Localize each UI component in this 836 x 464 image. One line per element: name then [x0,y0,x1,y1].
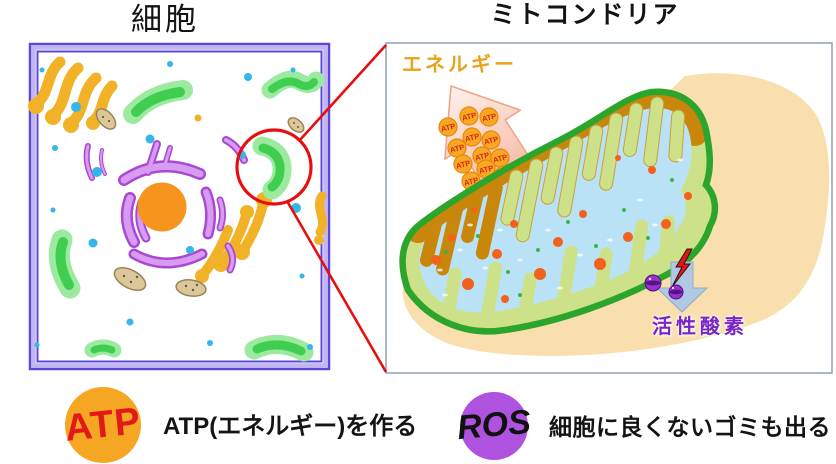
svg-text:ATP: ATP [449,142,465,154]
cell-mitochondria [48,70,325,362]
ros-legend-badge [460,392,528,460]
nucleus [137,182,187,232]
mitochondrion-cutaway [399,88,719,335]
svg-text:ATP: ATP [464,131,480,143]
ros-down-arrow [655,261,709,313]
ros-particle-2 [668,284,684,300]
svg-text:ATP: ATP [481,111,497,123]
atp-legend-badge [65,387,141,463]
yellow-dot [194,114,202,122]
zoom-highlight [235,44,388,373]
svg-text:ATP: ATP [440,121,456,133]
ros-badge-text: ROS [455,402,533,448]
matrix [419,107,692,313]
inner-membrane-outline [399,88,719,335]
ros-emission [644,248,709,313]
cell-panel-title: 細胞 [131,2,199,37]
atp-badge-text: ATP [62,400,143,450]
matrix-specks-white [437,158,683,297]
energy-label: エネルギー [402,54,517,76]
svg-text:ATP: ATP [478,163,494,175]
ros-particle-1 [644,274,662,292]
mito-panel-title: ミトコンドリア [490,1,680,29]
svg-text:ATP: ATP [492,152,508,164]
cristae-top [419,96,686,276]
endoplasmic-reticulum [83,136,248,274]
ros-jp-label: 活性酸素 [652,316,748,338]
ros-legend-text: 細胞に良くないゴミも出る [549,414,831,440]
golgi-apparatus [28,56,118,133]
svg-text:ATP: ATP [461,110,477,122]
vesicle-dots [34,61,313,350]
svg-text:ATP: ATP [483,134,499,146]
atp-legend-text: ATP(エネルギー)を作る [163,413,418,440]
svg-text:ATP: ATP [455,158,471,170]
matrix-granules [431,155,692,303]
golgi-apparatus-2 [191,191,328,290]
lysosomes [95,108,305,297]
svg-text:ATP: ATP [474,150,490,162]
lightning-bolt-icon [671,248,693,288]
matrix-specks-green [444,178,674,297]
